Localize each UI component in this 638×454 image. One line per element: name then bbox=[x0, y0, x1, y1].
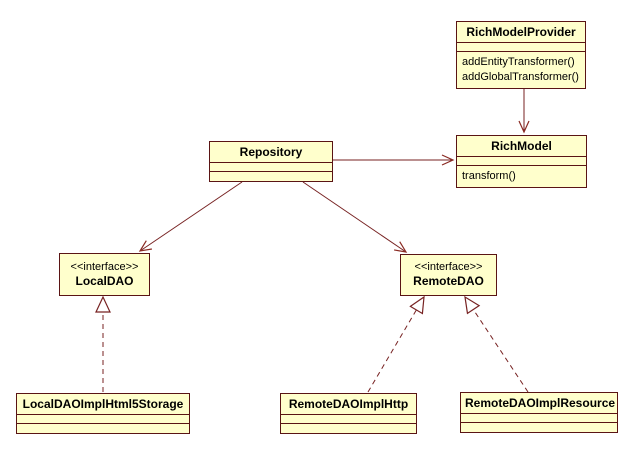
class-repository: Repository bbox=[209, 141, 333, 182]
class-remote-dao-impl-resource: RemoteDAOImplResource bbox=[460, 392, 618, 433]
class-rich-model: RichModel transform() bbox=[456, 135, 587, 188]
class-local-dao-impl-html5-storage: LocalDAOImplHtml5Storage bbox=[16, 393, 190, 434]
class-rich-model-provider: RichModelProvider addEntityTransformer()… bbox=[456, 21, 586, 89]
method-add-entity-transformer: addEntityTransformer() bbox=[462, 56, 575, 68]
methods-compartment bbox=[461, 422, 617, 432]
class-remote-dao-impl-http: RemoteDAOImplHttp bbox=[280, 393, 417, 434]
methods-compartment bbox=[210, 171, 332, 181]
arrow-repository-to-remotedao bbox=[302, 181, 408, 253]
interface-local-dao: <<interface>> LocalDAO bbox=[59, 253, 150, 296]
methods-compartment: addEntityTransformer() addGlobalTransfor… bbox=[457, 51, 585, 88]
stereotype-label: <<interface>> bbox=[70, 260, 139, 273]
attributes-compartment bbox=[17, 414, 189, 423]
attributes-compartment bbox=[281, 414, 416, 423]
attributes-compartment bbox=[457, 156, 586, 165]
class-name: RemoteDAOImplResource bbox=[465, 396, 616, 410]
attributes-compartment bbox=[457, 42, 585, 51]
stereotype-label: <<interface>> bbox=[414, 261, 483, 273]
realization-remotedaoimplresource-to-remotedao bbox=[464, 295, 529, 393]
class-name: LocalDAO bbox=[75, 273, 134, 288]
interface-remote-dao: <<interface>> RemoteDAO bbox=[400, 254, 497, 296]
methods-compartment: transform() bbox=[457, 165, 586, 187]
attributes-compartment bbox=[210, 162, 332, 171]
class-name: RemoteDAOImplHttp bbox=[288, 397, 409, 411]
class-name: RichModel bbox=[491, 139, 552, 153]
class-name: Repository bbox=[239, 145, 303, 159]
method-transform: transform() bbox=[462, 170, 516, 182]
methods-compartment bbox=[281, 423, 416, 433]
methods-compartment bbox=[17, 423, 189, 433]
class-name: RemoteDAO bbox=[413, 274, 484, 288]
method-add-global-transformer: addGlobalTransformer() bbox=[462, 71, 579, 83]
arrow-repository-to-localdao bbox=[138, 181, 243, 252]
attributes-compartment bbox=[461, 413, 617, 422]
class-name: LocalDAOImplHtml5Storage bbox=[22, 397, 184, 411]
realization-remotedaoimplhttp-to-remotedao bbox=[367, 295, 425, 393]
class-name: RichModelProvider bbox=[466, 25, 576, 39]
